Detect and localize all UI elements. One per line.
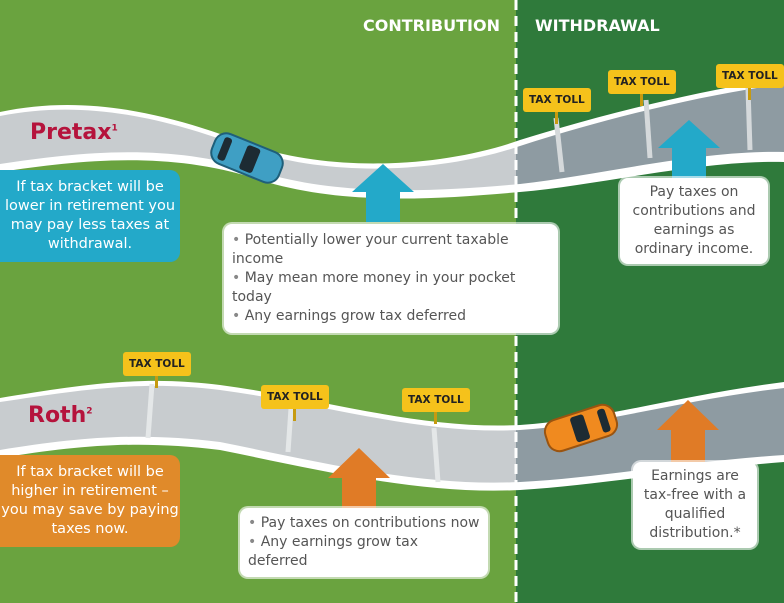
- roth-contribution-card: Pay taxes on contributions now Any earni…: [240, 508, 488, 577]
- pretax-point: Any earnings grow tax deferred: [232, 307, 550, 326]
- pretax-up-arrow-icon: [352, 164, 414, 222]
- tax-toll-sign: TAX TOLL: [716, 64, 784, 100]
- roth-footnote: 2: [86, 406, 93, 417]
- pretax-label: Pretax1: [30, 120, 118, 145]
- pretax-withdrawal-card: Pay taxes on contributions and earnings …: [620, 178, 768, 264]
- blue-car-icon: [210, 132, 284, 184]
- roth-withdrawal-arrow-icon: [657, 400, 719, 462]
- tax-toll-sign: TAX TOLL: [261, 385, 329, 421]
- roth-withdrawal-card: Earnings are tax-free with a qualified d…: [633, 462, 757, 548]
- pretax-point: May mean more money in your pocket today: [232, 269, 550, 307]
- roth-point: Any earnings grow tax deferred: [248, 533, 480, 571]
- roth-label-text: Roth: [28, 403, 87, 428]
- orange-car-icon: [543, 403, 619, 453]
- roth-point: Pay taxes on contributions now: [248, 514, 480, 533]
- roth-road: [0, 385, 516, 483]
- roth-road-withdrawal: [516, 388, 784, 483]
- tax-toll-sign: TAX TOLL: [402, 388, 470, 424]
- roth-label: Roth2: [28, 403, 93, 428]
- tax-toll-sign: TAX TOLL: [123, 352, 191, 388]
- roth-up-arrow-icon: [328, 448, 390, 508]
- pretax-side-note: If tax bracket will be lower in retireme…: [0, 170, 180, 262]
- pretax-withdrawal-arrow-icon: [658, 120, 720, 178]
- roth-side-note: If tax bracket will be higher in retirem…: [0, 455, 180, 547]
- tax-toll-sign: TAX TOLL: [608, 70, 676, 106]
- pretax-label-text: Pretax: [30, 120, 112, 145]
- withdrawal-header: WITHDRAWAL: [535, 16, 660, 35]
- pretax-contribution-card: Potentially lower your current taxable i…: [224, 224, 558, 333]
- tax-toll-sign: TAX TOLL: [523, 88, 591, 124]
- pretax-point: Potentially lower your current taxable i…: [232, 231, 550, 269]
- contribution-header: CONTRIBUTION: [363, 16, 500, 35]
- pretax-footnote: 1: [111, 123, 118, 134]
